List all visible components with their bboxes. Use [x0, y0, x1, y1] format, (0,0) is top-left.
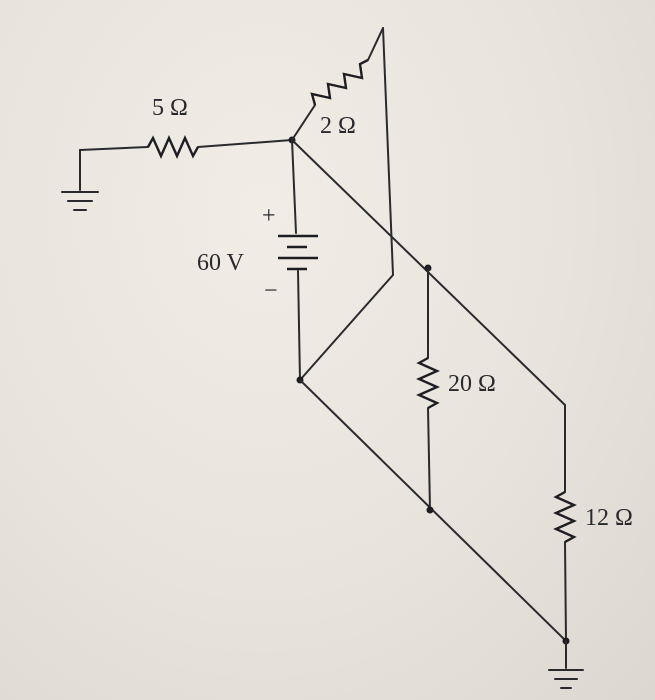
wire-5ohm-to-node — [197, 139, 293, 148]
resistor-12-ohm-label: 12 Ω — [585, 505, 633, 531]
wire-2ohm-to-apex — [367, 27, 384, 61]
wire-node-to-2ohm — [291, 104, 316, 141]
resistor-5-ohm-label: 5 Ω — [152, 95, 188, 121]
battery-minus-sign: − — [264, 278, 278, 304]
resistor-20-ohm-label: 20 Ω — [448, 371, 496, 397]
wire-apex-right-vertical — [382, 27, 394, 276]
battery-60v — [278, 234, 318, 271]
wire-battery-to-bottom-node — [297, 270, 301, 381]
battery-label: 60 V — [197, 250, 245, 276]
wire-node-to-battery — [291, 139, 297, 234]
wire-loop-diagonal — [299, 274, 394, 381]
left-ground — [61, 149, 99, 211]
wire-12ohm-lower — [564, 541, 567, 642]
wire-ground-to-5ohm — [79, 146, 149, 151]
wire-20ohm-lower — [427, 407, 431, 511]
resistor-2-ohm-label: 2 Ω — [320, 113, 356, 139]
node-20ohm-bottom — [426, 506, 434, 514]
battery-plus-sign: + — [262, 203, 276, 229]
resistor-5-ohm — [146, 135, 200, 159]
resistor-20-ohm — [416, 356, 440, 410]
right-ground — [548, 640, 584, 689]
resistor-12-ohm — [553, 490, 577, 544]
resistor-2-ohm — [310, 58, 369, 106]
